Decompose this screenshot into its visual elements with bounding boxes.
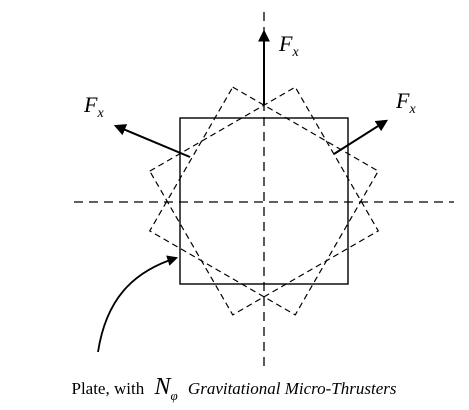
caption-symbol: N	[153, 374, 172, 400]
caption-symbol-subscript: φ	[170, 388, 177, 403]
plate-square	[179, 117, 349, 285]
caption-suffix: Gravitational Micro-Thrusters	[188, 379, 397, 398]
rotated-square-2	[148, 86, 380, 316]
caption-pointer-arrow	[97, 255, 179, 353]
plate-caption: Plate, with Nφ Gravitational Micro-Thrus…	[71, 374, 396, 404]
force-label-right: Fx	[395, 88, 416, 117]
force-label-left: Fx	[83, 92, 104, 121]
caption-prefix: Plate, with	[71, 379, 144, 398]
force-arrow-left	[113, 124, 191, 158]
force-arrow-right	[333, 119, 389, 155]
force-label-top: Fx	[278, 31, 299, 60]
rotated-square-1	[148, 86, 380, 316]
